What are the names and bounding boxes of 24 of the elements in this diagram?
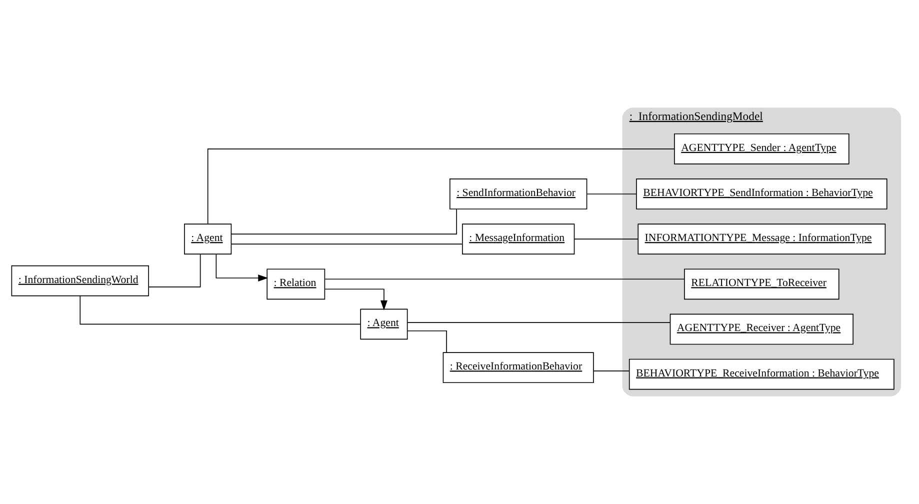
node-box: : Agent xyxy=(360,308,408,340)
arrow xyxy=(216,254,268,282)
connector xyxy=(324,278,685,280)
node-box: BEHAVIORTYPE_SendInformation : BehaviorType xyxy=(636,178,888,210)
node-box: : Relation xyxy=(266,268,326,300)
connector xyxy=(230,208,457,234)
node-box: : Agent xyxy=(184,224,232,254)
node-box: INFORMATIONTYPE_Message : InformationType xyxy=(638,224,886,254)
connector xyxy=(593,370,630,372)
node-box: BEHAVIORTYPE_ReceiveInformation : BehaviorType xyxy=(628,358,894,390)
node-box: AGENTTYPE_Sender : AgentType xyxy=(674,133,850,164)
node-box: AGENTTYPE_Receiver : AgentType xyxy=(670,314,854,345)
connector xyxy=(80,296,361,325)
connector xyxy=(207,148,675,224)
node-box: : MessageInformation xyxy=(462,224,575,254)
node-box: : InformationSendingWorld xyxy=(11,265,149,296)
node-box: : SendInformationBehavior xyxy=(449,178,588,210)
node-box: : ReceiveInformationBehavior xyxy=(442,352,594,384)
arrow xyxy=(324,288,388,310)
connector xyxy=(407,330,447,353)
connector xyxy=(407,322,671,323)
node-box: RELATIONTYPE_ToReceiver xyxy=(684,268,840,300)
connector xyxy=(574,238,638,240)
connector xyxy=(148,254,201,288)
